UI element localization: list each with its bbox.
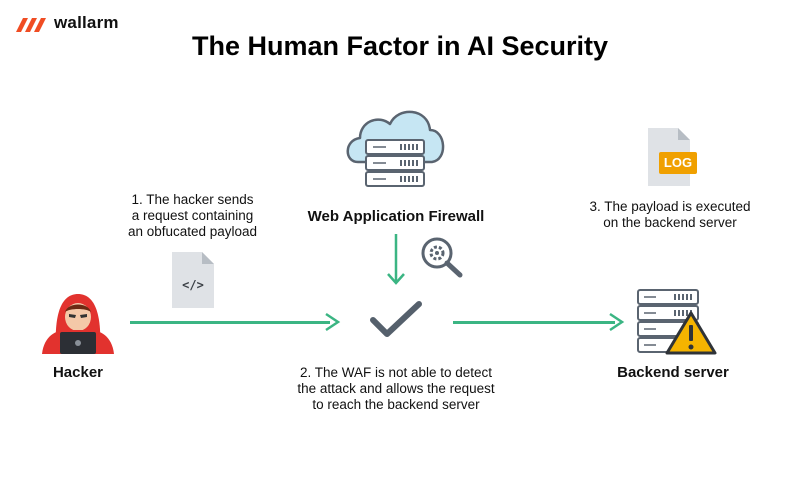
warning-icon <box>665 311 717 355</box>
code-file-label: </> <box>182 278 204 292</box>
arrow-waf-to-backend <box>453 321 615 324</box>
checkmark-icon <box>370 301 422 337</box>
page-title: The Human Factor in AI Security <box>191 31 609 61</box>
magnifier-gear-icon <box>421 237 463 278</box>
step-3-note: 3. The payload is executed on the backen… <box>589 199 751 230</box>
hacker-icon <box>42 294 114 354</box>
code-file-icon <box>172 252 214 308</box>
backend-label: Backend server <box>617 364 729 381</box>
waf-label: Web Application Firewall <box>307 208 485 225</box>
waf-cloud-icon <box>346 110 445 187</box>
arrow-hacker-to-waf <box>130 321 330 324</box>
down-arrow <box>387 234 405 285</box>
wallarm-logo: wallarm <box>14 12 119 34</box>
log-tag-label: LOG <box>663 155 693 170</box>
arrow-head-left <box>325 312 341 332</box>
brand-name: wallarm <box>54 13 119 32</box>
step-2-note: 2. The WAF is not able to detect the att… <box>297 365 495 412</box>
step-1-note: 1. The hacker sends a request containing… <box>127 192 258 239</box>
log-tag <box>659 152 697 174</box>
arrow-head-right <box>609 312 625 332</box>
hacker-label: Hacker <box>52 364 104 381</box>
wallarm-logo-icon <box>16 18 46 32</box>
